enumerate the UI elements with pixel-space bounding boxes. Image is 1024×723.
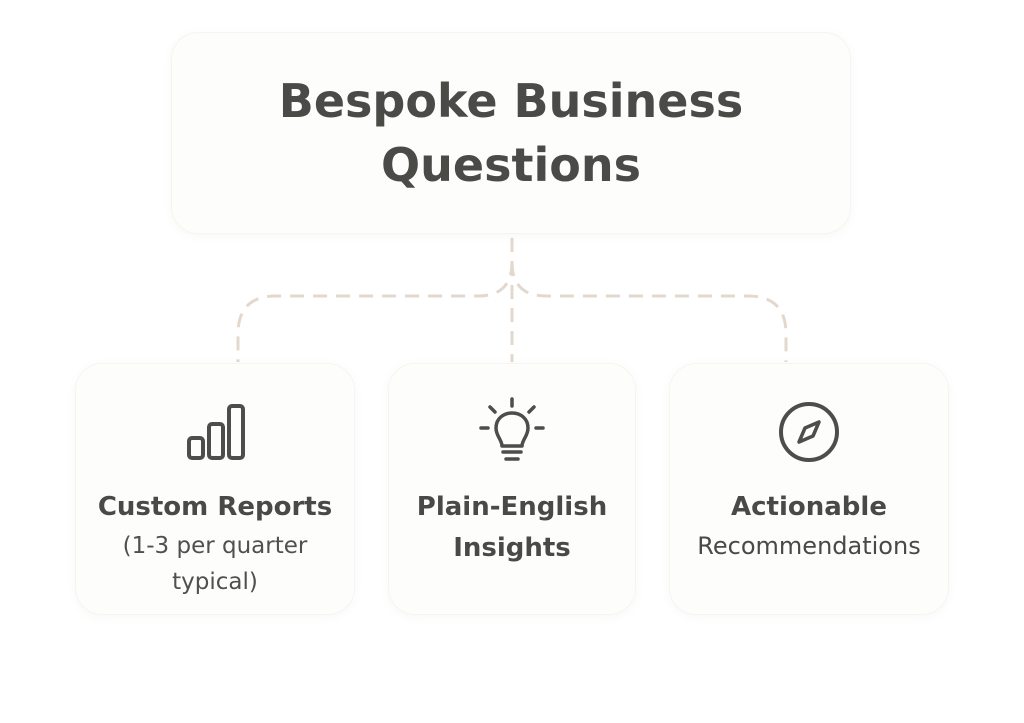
child-title: Plain-English — [416, 492, 608, 522]
child-subtitle: (1-3 per quarter typical) — [122, 533, 308, 595]
compass-icon — [779, 402, 839, 462]
root-title: Bespoke Business Questions — [278, 74, 744, 192]
connector-to-custom-reports — [236, 238, 514, 362]
child-title: Actionable — [731, 492, 887, 522]
child-node-custom-reports: Custom Reports (1-3 per quarter typical) — [76, 364, 354, 614]
child-node-actionable: Actionable Recommendations — [670, 364, 948, 614]
child-subtitle: Recommendations — [697, 532, 921, 560]
lightbulb-icon — [479, 397, 545, 461]
connector-to-actionable — [510, 261, 788, 362]
bar-chart-icon — [187, 404, 245, 460]
root-node: Bespoke Business Questions — [172, 33, 850, 233]
child-title: Custom Reports — [97, 492, 333, 522]
child-node-plain-english: Plain-English Insights — [389, 364, 635, 614]
child-subtitle: Insights — [453, 533, 571, 563]
